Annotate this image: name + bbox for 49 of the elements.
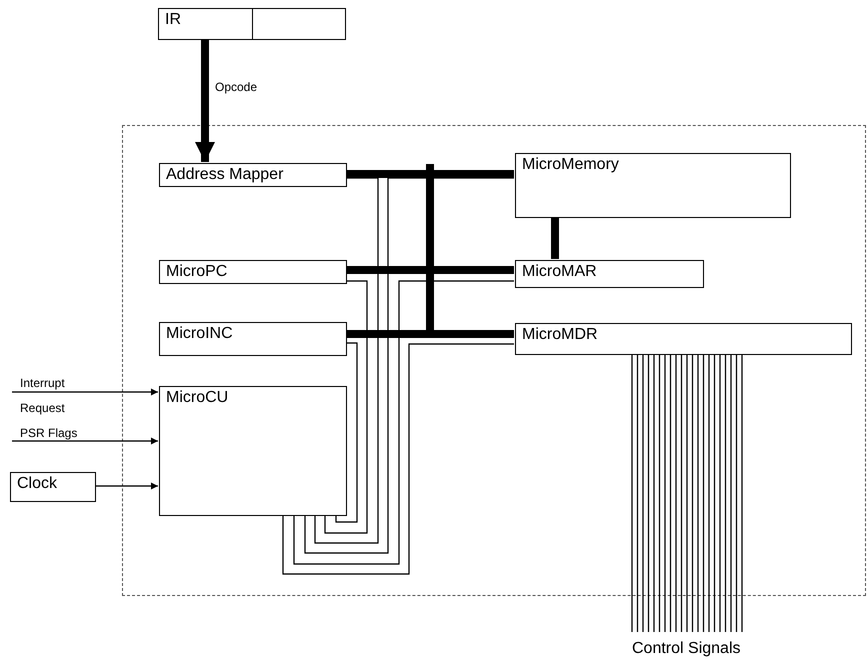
- memory-box: MicroMemory: [515, 153, 791, 218]
- clock-box: Clock: [10, 472, 96, 502]
- signal-line: [724, 354, 726, 632]
- signal-line: [741, 354, 743, 632]
- signal-line: [293, 280, 514, 565]
- register-box: MicroMDR: [515, 323, 852, 355]
- arrow: [12, 388, 158, 396]
- edge-label: PSR Flags: [20, 426, 78, 440]
- register-box: MicroPC: [159, 260, 347, 284]
- register-box: IR: [158, 8, 346, 40]
- signal-line: [719, 354, 721, 632]
- bus-line: [551, 217, 559, 259]
- bus-line: [195, 40, 215, 162]
- signal-line: [692, 354, 694, 632]
- signal-line: [653, 354, 655, 632]
- incrementer-box: MicroINC: [159, 322, 347, 356]
- signal-line: [702, 354, 704, 632]
- signal-line: [708, 354, 710, 632]
- signal-line: [335, 342, 358, 523]
- signal-line: [304, 177, 514, 554]
- signal-line: [730, 354, 732, 632]
- signal-line: [686, 354, 688, 632]
- signal-line: [314, 177, 379, 544]
- bus-line: [346, 266, 514, 274]
- boundary-frame: [122, 125, 866, 596]
- edge-label: Interrupt Request: [20, 375, 66, 417]
- mapper-box: Address Mapper: [159, 163, 347, 187]
- signal-line: [636, 354, 638, 632]
- arrow: [12, 438, 158, 444]
- signal-line: [648, 354, 650, 632]
- arrow: [96, 482, 158, 490]
- signal-line: [631, 354, 633, 632]
- signal-line: [642, 354, 644, 632]
- signal-line: [736, 354, 738, 632]
- bus-line: [346, 330, 514, 338]
- control-unit-box: MicroCU: [159, 386, 347, 516]
- bus-line: [346, 170, 514, 178]
- signal-line: [664, 354, 666, 632]
- caption-text: Control Signals: [626, 632, 748, 660]
- signal-line: [670, 354, 672, 632]
- signal-line: [658, 354, 660, 632]
- signal-line: [680, 354, 682, 632]
- signal-line: [714, 354, 716, 632]
- signal-line: [675, 354, 677, 632]
- signal-line: [324, 280, 368, 534]
- signal-line: [282, 343, 514, 575]
- register-box: MicroMAR: [515, 260, 704, 288]
- signal-line: [697, 354, 699, 632]
- edge-label: Opcode: [215, 80, 258, 94]
